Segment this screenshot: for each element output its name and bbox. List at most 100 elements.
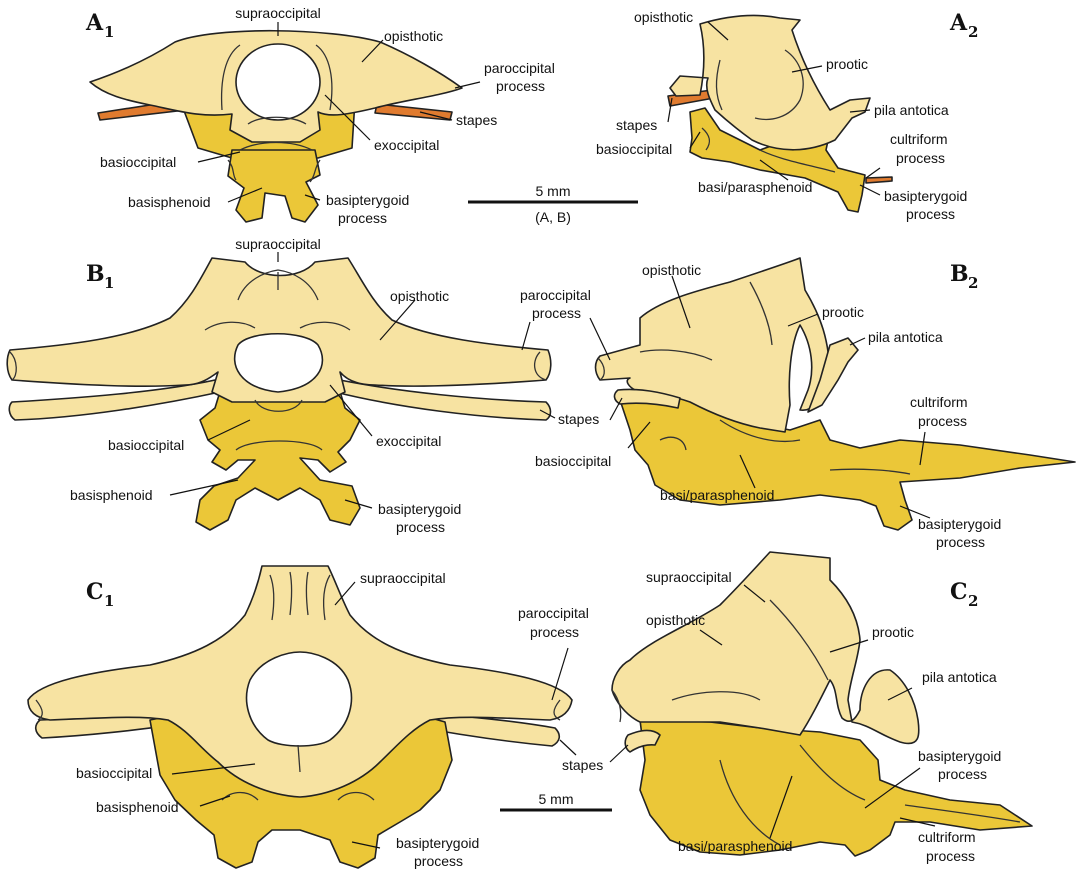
label-b1-opisthotic: opisthotic	[390, 288, 449, 304]
panel-sub-C2: 2	[968, 592, 978, 610]
label-a1-paroccipital: paroccipital	[484, 60, 555, 76]
panel-letter-B1: B	[86, 261, 105, 287]
label-b2-cultriform: cultriform	[910, 394, 968, 410]
panel-sub-C1: 1	[104, 592, 114, 610]
label-b2-basiparasphenoid: basi/parasphenoid	[660, 487, 774, 503]
label-a1-opisthotic: opisthotic	[384, 28, 443, 44]
label-b1-basipterygoid: basipterygoid	[378, 501, 461, 517]
label-a2-cultriform: cultriform	[890, 131, 948, 147]
scale-bar-c-label: 5 mm	[539, 791, 574, 807]
scale-bar-ab-label: 5 mm	[536, 183, 571, 199]
label-a2-basiparasphenoid: basi/parasphenoid	[698, 179, 812, 195]
panel-letter-A1: A	[85, 10, 104, 36]
label-b2-basioccipital: basioccipital	[535, 453, 611, 469]
label-b2-opisthotic: opisthotic	[642, 262, 701, 278]
label-a1-supraoccipital: supraoccipital	[235, 5, 321, 21]
a1-basisphenoid	[227, 149, 321, 223]
label-a2-stapes: stapes	[616, 117, 657, 133]
label-c2-basiparasphenoid: basi/parasphenoid	[678, 838, 792, 854]
a2-cultriform-rod	[865, 176, 893, 184]
labels-A1: supraoccipital opisthotic paroccipital p…	[100, 5, 555, 226]
label-a2-basipterygoid-process: process	[906, 206, 955, 222]
label-c1-basipterygoid: basipterygoid	[396, 835, 479, 851]
label-b1-supraoccipital: supraoccipital	[235, 236, 321, 252]
panel-A2	[667, 14, 893, 213]
b2-stapes	[613, 388, 681, 409]
label-c2-cultriform: cultriform	[918, 829, 976, 845]
labels-C1: supraoccipital basioccipital basisphenoi…	[76, 570, 479, 869]
scale-bar-ab-note: (A, B)	[535, 209, 571, 225]
panel-sub-A1: 1	[104, 23, 114, 41]
label-a1-basipterygoid: basipterygoid	[326, 192, 409, 208]
panel-B2	[594, 257, 1076, 531]
b1-basioccipital	[195, 384, 361, 531]
label-a1-paroccipital-process: process	[496, 78, 545, 94]
label-b1-paroccipital: paroccipital	[520, 287, 591, 303]
label-a2-prootic: prootic	[826, 56, 868, 72]
panel-C1	[27, 565, 573, 869]
label-a2-basioccipital: basioccipital	[596, 141, 672, 157]
labels-C2: supraoccipital opisthotic prootic parocc…	[518, 569, 1001, 864]
scale-bar-c: 5 mm	[500, 791, 612, 812]
label-a1-exoccipital: exoccipital	[374, 137, 439, 153]
label-b1-exoccipital: exoccipital	[376, 433, 441, 449]
c2-basiparasphenoid	[639, 719, 1033, 857]
panel-C2	[611, 551, 1033, 857]
label-b1-stapes: stapes	[558, 411, 599, 427]
leader-lines	[169, 21, 936, 849]
label-a1-basioccipital: basioccipital	[100, 154, 176, 170]
label-c2-prootic: prootic	[872, 624, 914, 640]
panel-letters: A 1 A 2 B 1 B 2 C 1 C 2	[85, 10, 978, 610]
b1-stapes-right	[334, 379, 552, 421]
label-b1-basioccipital: basioccipital	[108, 437, 184, 453]
b1-foramen-magnum	[233, 332, 324, 393]
label-c2-cultriform-process: process	[926, 848, 975, 864]
b1-stapes-left	[8, 379, 221, 421]
label-b2-cultriform-process: process	[918, 413, 967, 429]
panel-letter-C1: C	[86, 579, 104, 605]
panel-sub-B1: 1	[104, 274, 114, 292]
label-a2-pila-antotica: pila antotica	[874, 102, 949, 118]
labels-A2: opisthotic prootic pila antotica stapes …	[596, 9, 967, 222]
labels-B1: supraoccipital opisthotic paroccipital p…	[70, 236, 599, 535]
a2-prootic	[669, 14, 871, 151]
label-c1-basipterygoid-process: process	[414, 853, 463, 869]
label-b2-basipterygoid: basipterygoid	[918, 516, 1001, 532]
label-a2-opisthotic: opisthotic	[634, 9, 693, 25]
panel-letter-B2: B	[950, 261, 969, 287]
label-c1-basisphenoid: basisphenoid	[96, 799, 179, 815]
panel-letter-C2: C	[950, 579, 968, 605]
labels-B2: opisthotic prootic pila antotica basiocc…	[535, 262, 1001, 550]
label-c2-paroccipital-process: process	[530, 624, 579, 640]
scale-bar-ab: 5 mm (A, B)	[468, 183, 638, 225]
panel-sub-A2: 2	[968, 23, 978, 41]
b1-opisthotic-main	[6, 257, 552, 403]
b2-basiparasphenoid	[619, 391, 1076, 531]
a1-foramen-magnum	[235, 43, 321, 121]
panel-letter-A2: A	[949, 10, 968, 36]
label-b1-basisphenoid: basisphenoid	[70, 487, 153, 503]
label-b1-basipterygoid-process: process	[396, 519, 445, 535]
label-c2-supraoccipital: supraoccipital	[646, 569, 732, 585]
b2-prootic	[594, 257, 831, 433]
label-a1-stapes: stapes	[456, 112, 497, 128]
label-a1-basipterygoid-process: process	[338, 210, 387, 226]
label-b2-pila-antotica: pila antotica	[868, 329, 943, 345]
label-a2-basipterygoid: basipterygoid	[884, 188, 967, 204]
label-c2-basipterygoid-process: process	[938, 766, 987, 782]
label-b2-basipterygoid-process: process	[936, 534, 985, 550]
label-b1-paroccipital-process: process	[532, 305, 581, 321]
label-c2-pila-antotica: pila antotica	[922, 669, 997, 685]
label-c2-paroccipital: paroccipital	[518, 605, 589, 621]
c1-foramen-magnum	[245, 651, 353, 747]
panel-A1	[89, 29, 463, 223]
c2-stapes	[624, 729, 661, 753]
label-a2-cultriform-process: process	[896, 150, 945, 166]
label-c1-supraoccipital: supraoccipital	[360, 570, 446, 586]
label-c2-opisthotic: opisthotic	[646, 612, 705, 628]
b2-pila-antotica	[807, 337, 859, 413]
panel-B1	[6, 257, 552, 531]
label-a1-basisphenoid: basisphenoid	[128, 194, 211, 210]
panel-sub-B2: 2	[968, 274, 978, 292]
